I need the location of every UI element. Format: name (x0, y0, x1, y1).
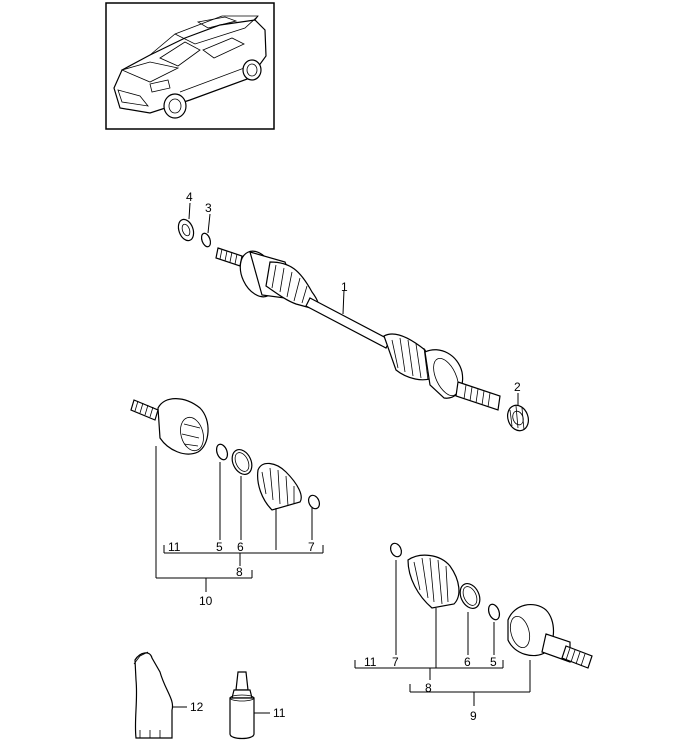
drive-shaft-assembly (215, 247, 501, 411)
callout-7-right: 7 (392, 655, 399, 669)
callout-4: 4 (186, 190, 193, 204)
callout-3: 3 (205, 201, 212, 215)
callout-7-left: 7 (308, 540, 315, 554)
sealant-bottle-part-11 (229, 671, 255, 740)
ring-part-4 (177, 218, 195, 242)
callout-8-right: 8 (425, 681, 432, 695)
callout-5-left: 5 (216, 540, 223, 554)
vehicle-thumbnail (105, 2, 275, 130)
callout-5-right: 5 (490, 655, 497, 669)
callout-2: 2 (514, 380, 521, 394)
inner-joint-kit (130, 398, 321, 511)
outer-joint-kit (389, 542, 593, 669)
callout-8-left: 8 (236, 565, 243, 579)
nut-part-2 (507, 404, 529, 432)
circlip-part-3 (200, 232, 212, 248)
callout-10: 10 (199, 594, 213, 608)
callout-11-bottle: 11 (273, 706, 286, 720)
grease-tube-part-12 (133, 651, 174, 739)
callout-6-left: 6 (237, 540, 244, 554)
callout-12: 12 (190, 700, 204, 714)
callout-11-left: 11 (168, 540, 181, 554)
callout-6-right: 6 (464, 655, 471, 669)
callout-1: 1 (341, 280, 348, 294)
callout-9: 9 (470, 709, 477, 723)
callout-11-right: 11 (364, 655, 377, 669)
